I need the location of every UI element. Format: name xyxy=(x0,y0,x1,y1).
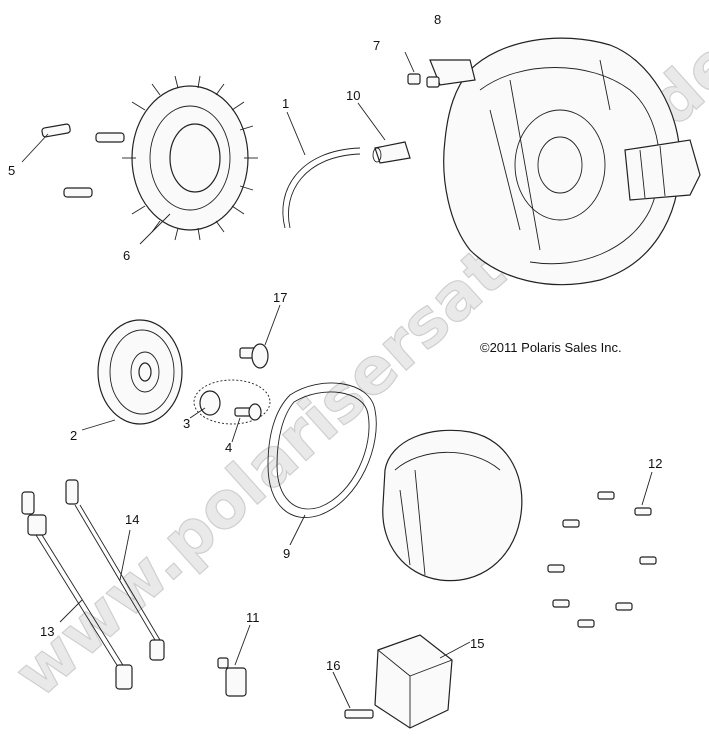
part-2-flywheel xyxy=(81,319,183,431)
callout-1: 1 xyxy=(282,96,289,111)
callout-14: 14 xyxy=(125,512,139,527)
callout-12: 12 xyxy=(648,456,662,471)
callout-13: 13 xyxy=(40,624,54,639)
callout-15: 15 xyxy=(470,636,484,651)
part-13-cable xyxy=(21,491,133,690)
part-15-module xyxy=(374,634,471,729)
part-9-gasket xyxy=(267,382,377,546)
callout-2: 2 xyxy=(70,428,77,443)
part-16-bolt xyxy=(332,671,374,719)
part-3-clutch xyxy=(189,379,271,425)
part-11-spark-plug xyxy=(217,624,251,697)
callout-10: 10 xyxy=(346,88,360,103)
part-10-plug xyxy=(357,102,411,164)
callout-17: 17 xyxy=(273,290,287,305)
part-17-gear xyxy=(239,304,281,369)
part-8-housing xyxy=(429,37,701,286)
callout-3: 3 xyxy=(183,416,190,431)
part-6-stator xyxy=(122,75,258,245)
callout-6: 6 xyxy=(123,248,130,263)
part-12-bolts xyxy=(547,471,657,628)
callout-8: 8 xyxy=(434,12,441,27)
part-5-screws xyxy=(21,123,125,198)
callout-9: 9 xyxy=(283,546,290,561)
callout-7: 7 xyxy=(373,38,380,53)
part-7-screws xyxy=(404,51,440,88)
side-cover xyxy=(382,429,523,582)
part-14-cable xyxy=(65,479,165,661)
callout-5: 5 xyxy=(8,163,15,178)
callout-11: 11 xyxy=(246,610,260,625)
part-1-wire xyxy=(282,111,361,229)
callout-4: 4 xyxy=(225,440,232,455)
copyright-notice: ©2011 Polaris Sales Inc. xyxy=(480,340,622,355)
callout-16: 16 xyxy=(326,658,340,673)
part-4-pin xyxy=(231,403,262,443)
